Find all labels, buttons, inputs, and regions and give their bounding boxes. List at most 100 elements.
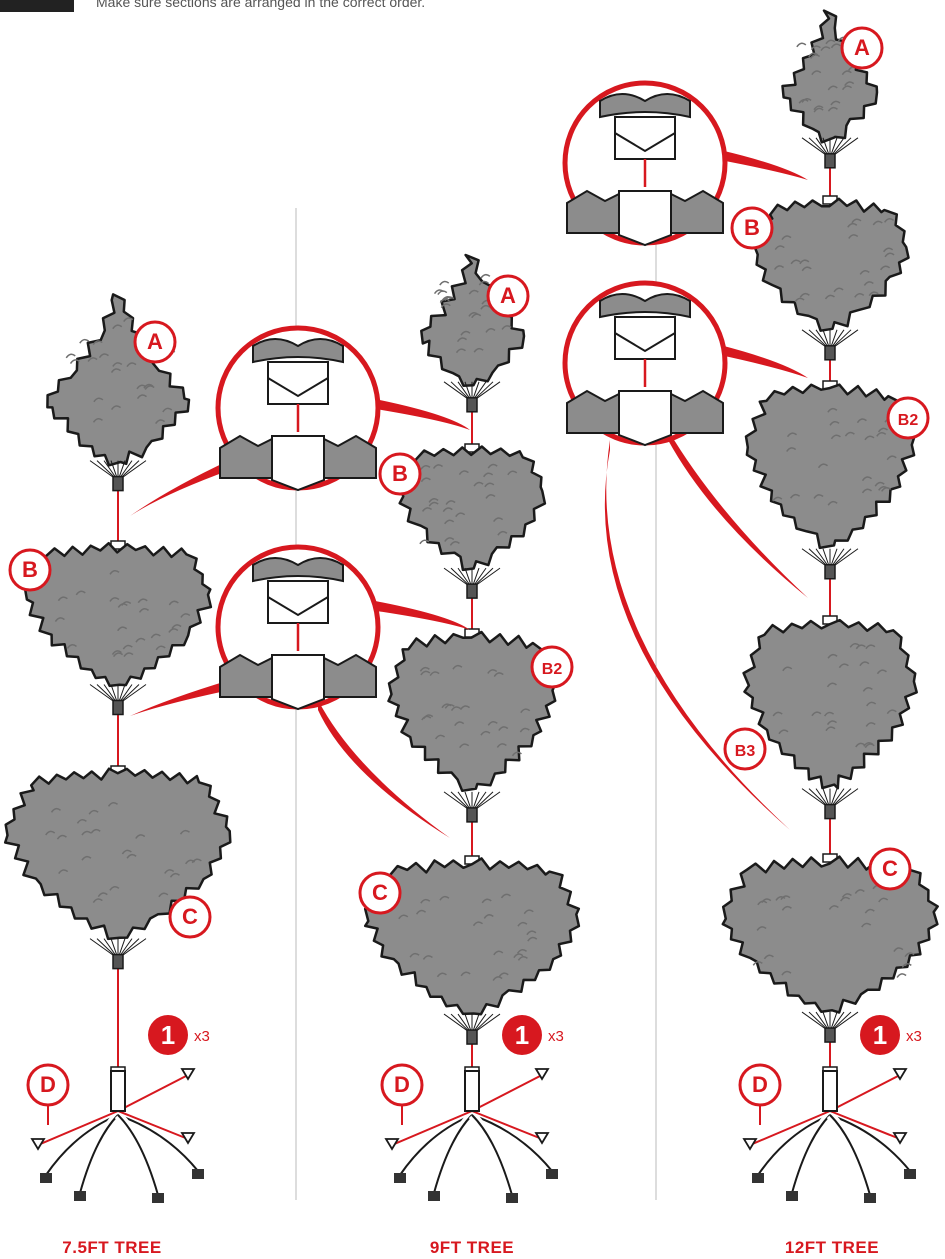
stand-0-foot <box>152 1193 164 1203</box>
tree-1-section-b2-texture <box>511 751 522 757</box>
tree-2-section-b2-texture <box>772 496 783 502</box>
tree-0-section-c-texture <box>158 892 169 898</box>
tree-0-section-a-texture <box>143 383 154 389</box>
tree-1-section-b-texture <box>484 482 495 488</box>
section-label-2-c-text: C <box>882 856 898 881</box>
tree-1-section-b-texture <box>432 464 444 469</box>
tree-2-section-b2-texture <box>864 435 875 441</box>
stand-0-screw-line <box>117 1110 189 1140</box>
section-label-1-c: C <box>358 871 402 915</box>
section-label-2-c: C <box>868 847 912 891</box>
tree-2-section-a-texture <box>820 46 831 52</box>
tree-title-9ft: 9FT TREE <box>429 1238 515 1257</box>
section-label-1-a-ring <box>486 274 530 318</box>
detail-swoosh <box>370 398 470 430</box>
stand-1-foot <box>428 1191 440 1201</box>
tree-2-section-b-texture <box>773 265 785 270</box>
section-label-0-b-text: B <box>22 557 38 582</box>
section-label-2-c-ring <box>868 847 912 891</box>
tree-1-section-b2-texture <box>450 706 461 711</box>
stand-0-step-count: x3 <box>194 1028 210 1045</box>
tree-0-section-c-texture <box>97 892 108 898</box>
tree-1-section-a-texture <box>439 280 450 286</box>
tree-0-section-a-texture <box>155 419 166 425</box>
tree-1-section-c-texture <box>498 972 509 978</box>
tree-2-section-c-texture <box>864 908 875 914</box>
tree-2-section-b3-texture <box>862 687 873 692</box>
stand-1-label-ring <box>380 1063 424 1107</box>
tree-1-section-b-texture <box>473 481 484 487</box>
tree-1-section-c-texture <box>513 953 524 959</box>
tree-2-section-b-texture <box>863 281 874 286</box>
tree-2-section-b2 <box>744 383 916 580</box>
tree-1-section-c-texture <box>517 921 528 927</box>
section-label-2-a-ring <box>840 26 884 70</box>
tree-1-section-b-texture <box>444 537 455 542</box>
tree-2-section-a-texture <box>841 85 853 91</box>
stand-1-center-pole <box>464 1070 480 1112</box>
tree-0-section-c-texture <box>135 834 146 839</box>
section-label-2-b-text: B <box>744 215 760 240</box>
tree-2-section-b3-texture <box>778 729 789 735</box>
tree-0-section-b-texture <box>122 644 133 650</box>
tree-2-section-b3-texture <box>827 653 838 659</box>
tree-2-section-b3-texture <box>866 701 877 707</box>
detail-callout-2-sleeve <box>267 580 329 624</box>
tree-2-section-b2-texture <box>844 431 855 437</box>
detail-swoosh <box>130 680 230 716</box>
stand-2-leg <box>829 1114 911 1172</box>
tree-1-section-b-texture <box>485 494 496 499</box>
tree-1-section-b2-texture <box>459 705 471 711</box>
tree-1-section-c-texture <box>439 895 450 901</box>
section-label-0-c-ring <box>168 895 212 939</box>
section-label-2-b2: B2 <box>886 396 930 440</box>
stand-2-leg <box>829 1114 871 1196</box>
tree-2-section-b2-texture <box>886 455 897 461</box>
stand-0-leg <box>79 1114 119 1194</box>
tree-2-section-a-texture <box>841 70 852 76</box>
tree-0-section-c-texture <box>169 872 180 878</box>
tree-title-12ft: 12FT TREE <box>784 1238 880 1257</box>
tree-0-section-a-texture <box>123 317 134 323</box>
tree-0-section-b-texture <box>111 650 122 655</box>
tree-1-section-c-texture <box>516 948 528 954</box>
tree-1-section-b2-texture <box>434 734 446 740</box>
tree-1-section-b-texture <box>445 500 456 505</box>
tree-0-section-a-texture <box>162 407 173 413</box>
detail-callout-1-sleeve <box>267 361 329 405</box>
section-label-0-b-ring <box>8 548 52 592</box>
tree-0-section-b-texture <box>75 590 86 596</box>
detail-callout-1 <box>215 325 381 492</box>
tree-2-section-b3-texture <box>825 726 836 732</box>
stand-2-foot <box>864 1193 876 1203</box>
section-label-0-b: B <box>8 548 52 592</box>
tree-2-section-c-pole-end <box>824 1027 836 1043</box>
stand-2-step-number: 1 <box>873 1020 887 1050</box>
stand-1-screw-line <box>471 1074 543 1112</box>
tree-1-section-a-texture <box>441 296 452 302</box>
tree-1-section-b2-texture <box>496 743 507 748</box>
tree-2-section-b-texture <box>824 294 835 300</box>
detail-callout-2-collar <box>271 654 325 711</box>
tree-0-section-b-texture <box>109 597 120 602</box>
section-label-1-c-ring <box>358 871 402 915</box>
stand-0-center-pole <box>110 1070 126 1112</box>
tree-0-section-c-texture <box>164 869 175 874</box>
section-label-1-a-text: A <box>500 283 516 308</box>
tree-0-section-c-foliage <box>3 767 232 941</box>
tree-0-section-b-texture <box>117 603 128 608</box>
detail-swoosh <box>130 460 230 516</box>
tree-2-section-b3-texture <box>826 720 838 726</box>
tree-0-section-a-texture <box>92 417 103 423</box>
detail-callout-1-foliage-top <box>252 338 344 364</box>
tree-1-section-b2-texture <box>498 726 509 731</box>
tree-1-section-c-texture <box>527 936 538 942</box>
tree-1-section-c-texture <box>492 976 503 981</box>
tree-1-section-a-texture <box>440 303 451 309</box>
stand-0-foot <box>192 1169 204 1179</box>
tree-0-section-c-texture <box>56 834 67 840</box>
tree-1-section-c-texture <box>517 955 528 961</box>
tree-1-section-b-texture <box>497 530 508 536</box>
detail-callout-4-sleeve <box>614 316 676 360</box>
